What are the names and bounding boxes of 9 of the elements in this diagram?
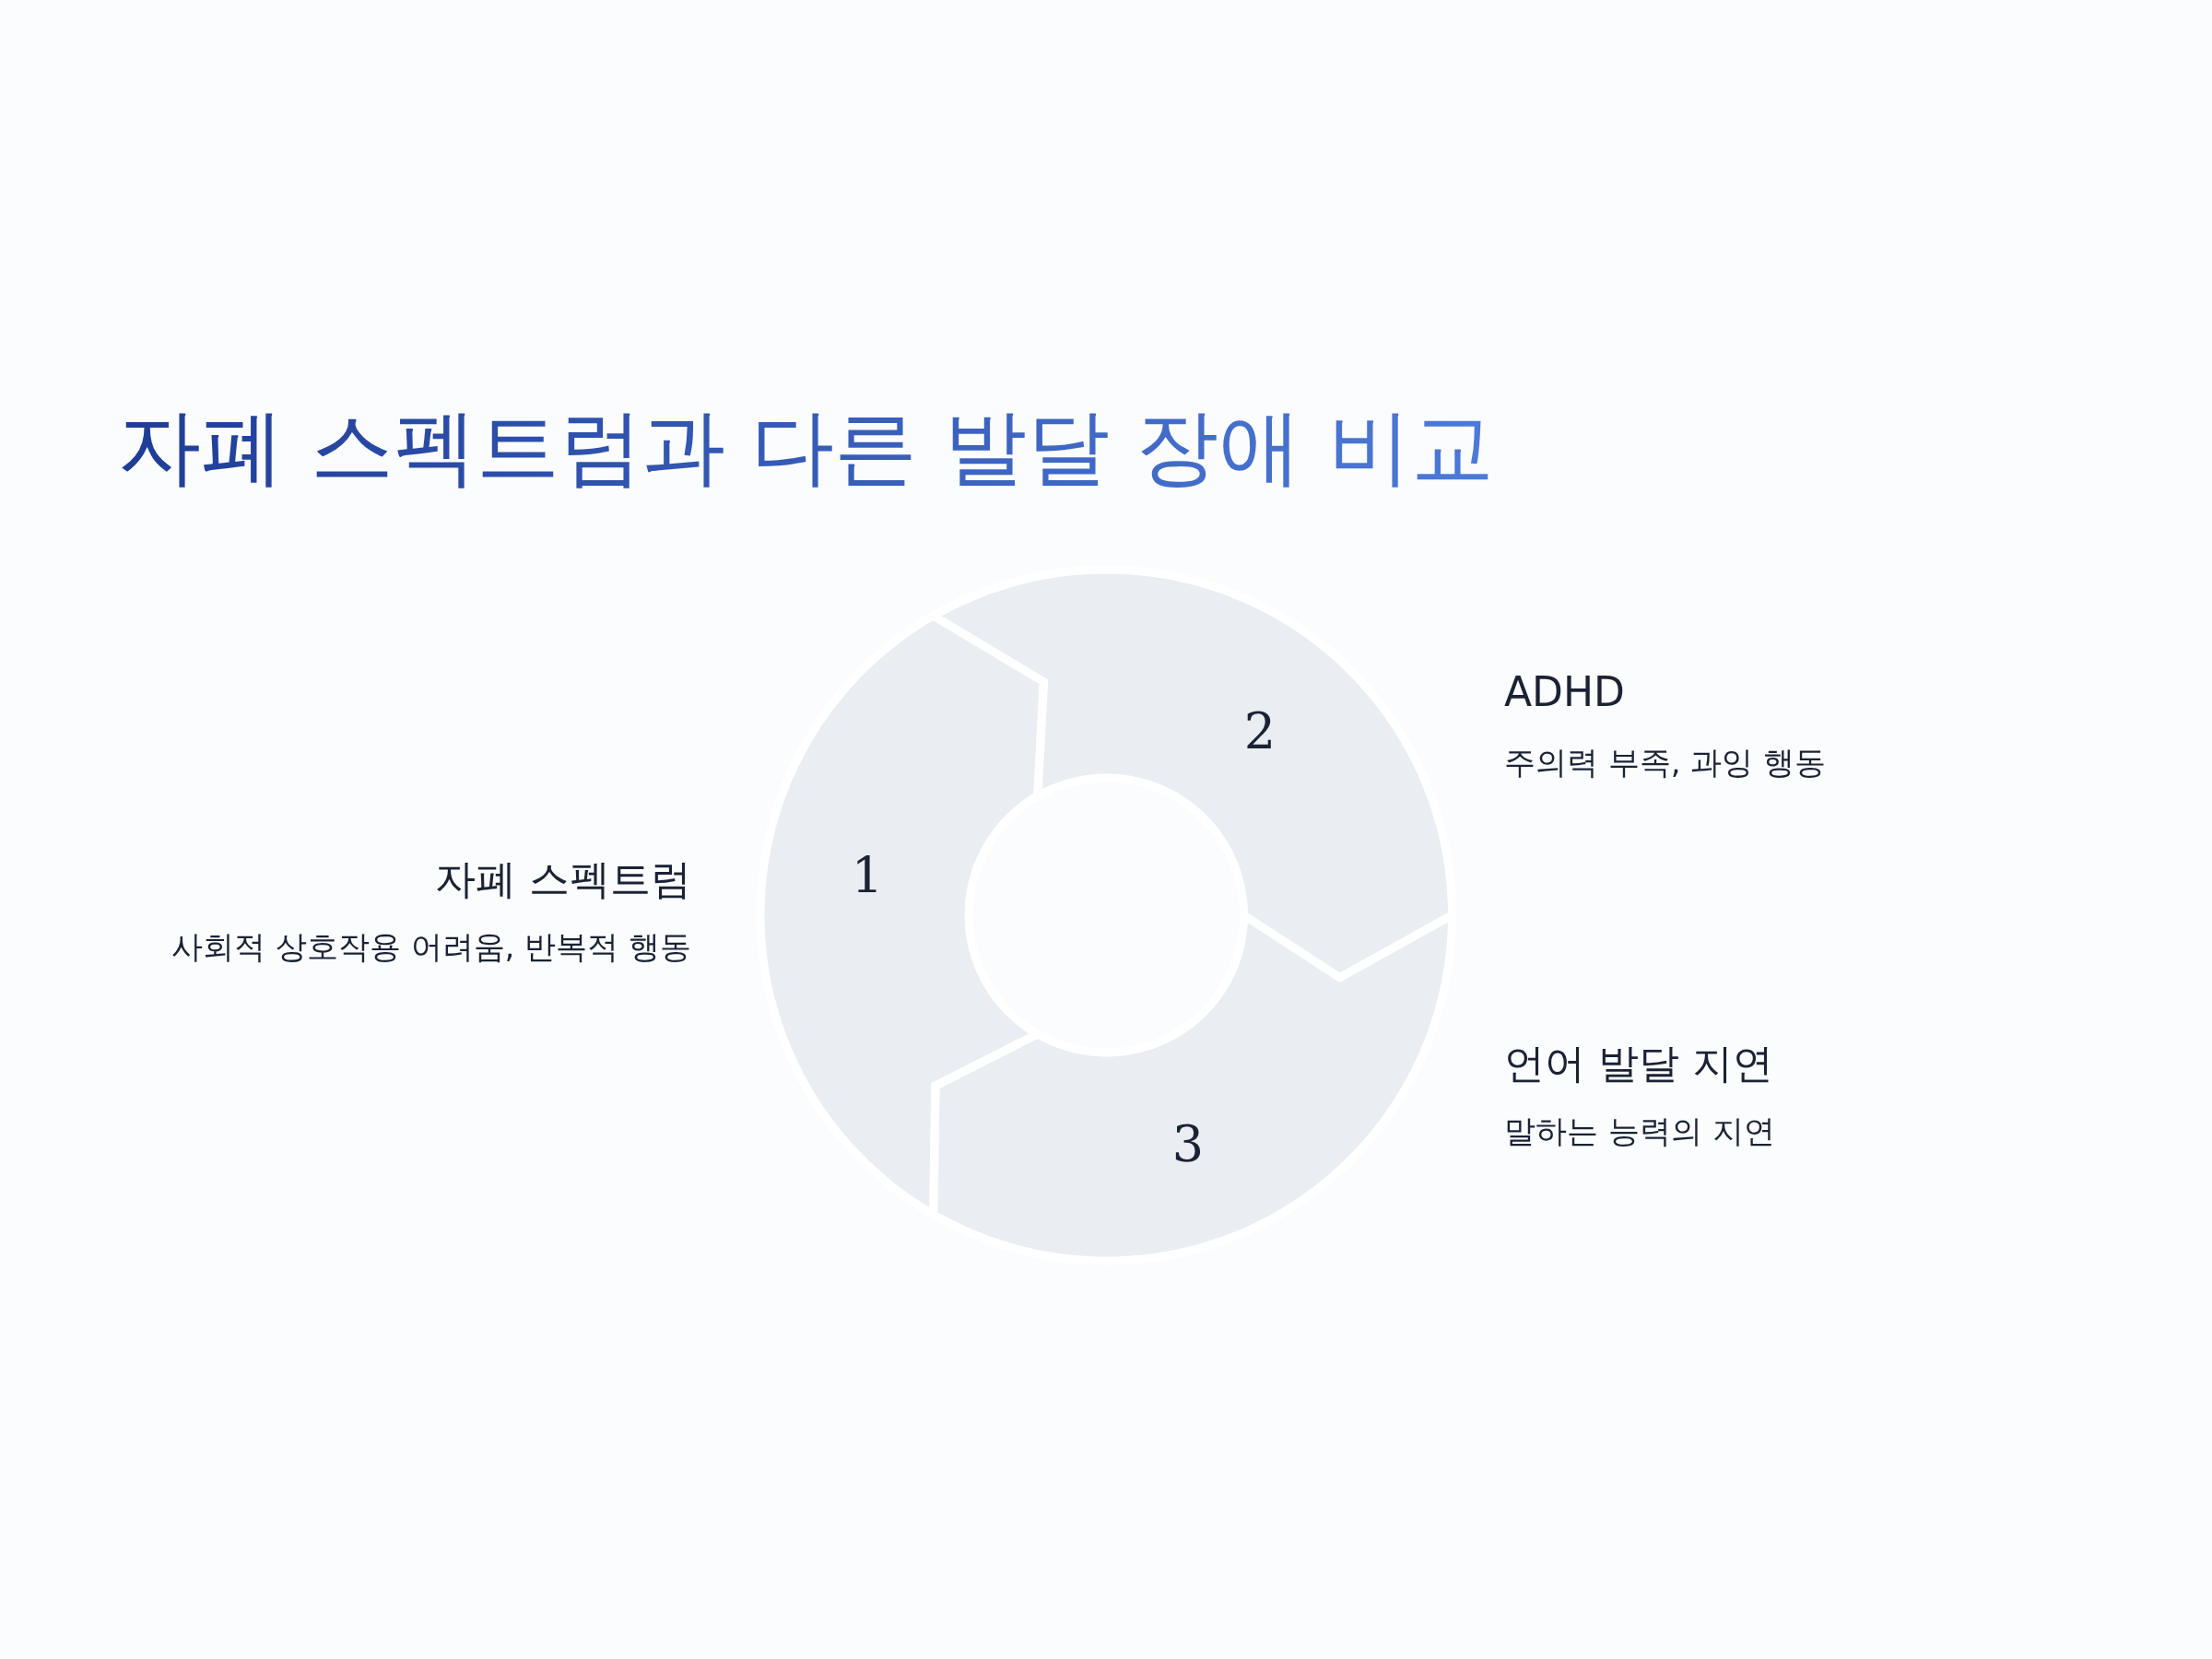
- item-heading: ADHD: [1504, 668, 1625, 715]
- step-number: 3: [1171, 1114, 1205, 1173]
- item-heading: 언어 발달 지연: [1504, 1039, 1773, 1088]
- step-number: 1: [851, 846, 884, 905]
- item-description: 말하는 능력의 지연: [1504, 1112, 1775, 1151]
- item-description: 사회적 상호작용 어려움, 반복적 행동: [171, 927, 691, 967]
- item-description: 주의력 부족, 과잉 행동: [1504, 743, 1827, 782]
- step-number: 2: [1243, 701, 1277, 760]
- item-heading: 자폐 스펙트럼: [435, 854, 691, 904]
